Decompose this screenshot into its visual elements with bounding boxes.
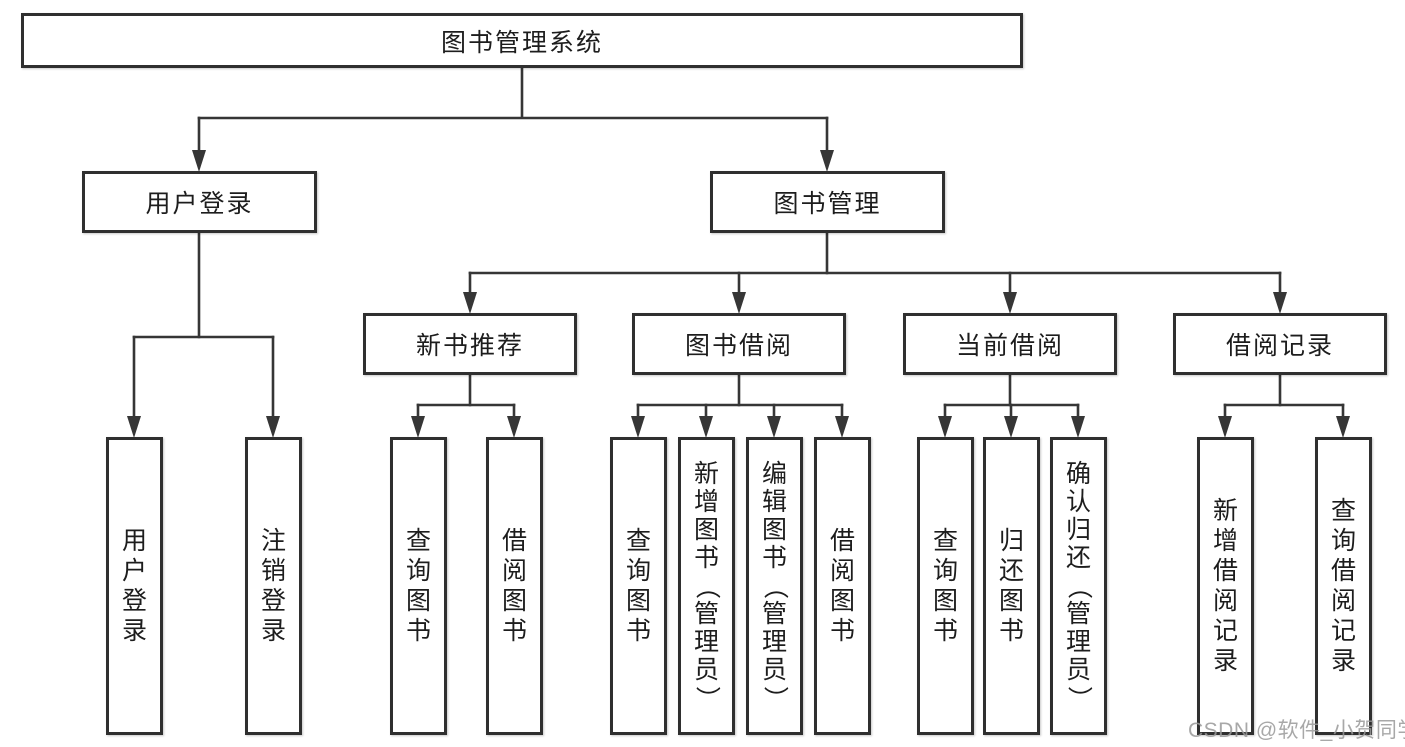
leaf-return-books: 归还图书: [983, 437, 1040, 735]
node-root-label: 图书管理系统: [440, 28, 603, 57]
leaf-query-books-borrowing: 查询图书: [610, 437, 667, 735]
node-root: 图书管理系统: [21, 13, 1023, 68]
node-new-book-recommend-label: 新书推荐: [415, 332, 524, 360]
leaf-add-book-admin-label: 新增图书（管理员）: [693, 459, 721, 711]
leaf-query-books-current: 查询图书: [917, 437, 974, 735]
leaf-query-books-recommend: 查询图书: [390, 437, 447, 735]
leaf-edit-book-admin-label: 编辑图书（管理员）: [761, 459, 789, 711]
leaf-borrow-books-recommend: 借阅图书: [486, 437, 543, 735]
leaf-confirm-return-admin-label: 确认归还（管理员）: [1065, 459, 1093, 711]
node-user-login-label: 用户登录: [145, 190, 254, 218]
leaf-borrow-books-label: 借阅图书: [830, 526, 856, 645]
node-new-book-recommend: 新书推荐: [363, 313, 577, 375]
leaf-return-books-label: 归还图书: [999, 526, 1025, 645]
node-current-borrowing: 当前借阅: [903, 313, 1117, 375]
leaf-query-books-borrowing-label: 查询图书: [626, 526, 652, 645]
leaf-edit-book-admin: 编辑图书（管理员）: [746, 437, 803, 735]
node-book-borrowing: 图书借阅: [632, 313, 846, 375]
leaf-add-borrow-record-label: 新增借阅记录: [1213, 496, 1239, 675]
csdn-watermark: CSDN @软件_小贺同学: [1188, 719, 1405, 742]
leaf-add-book-admin: 新增图书（管理员）: [678, 437, 735, 735]
leaf-user-login-label: 用户登录: [122, 526, 148, 645]
leaf-user-login: 用户登录: [106, 437, 163, 735]
node-borrow-records-label: 借阅记录: [1225, 332, 1334, 360]
leaf-borrow-books: 借阅图书: [814, 437, 871, 735]
leaf-confirm-return-admin: 确认归还（管理员）: [1050, 437, 1107, 735]
leaf-query-borrow-record-label: 查询借阅记录: [1331, 496, 1357, 675]
leaf-query-borrow-record: 查询借阅记录: [1315, 437, 1372, 735]
node-book-management: 图书管理: [710, 171, 945, 233]
node-book-management-label: 图书管理: [773, 190, 882, 218]
node-borrow-records: 借阅记录: [1173, 313, 1387, 375]
leaf-query-books-recommend-label: 查询图书: [406, 526, 432, 645]
leaf-logout: 注销登录: [245, 437, 302, 735]
node-user-login: 用户登录: [82, 171, 317, 233]
node-book-borrowing-label: 图书借阅: [684, 332, 793, 360]
node-current-borrowing-label: 当前借阅: [955, 332, 1064, 360]
leaf-logout-label: 注销登录: [261, 526, 287, 645]
leaf-borrow-books-recommend-label: 借阅图书: [502, 526, 528, 645]
leaf-add-borrow-record: 新增借阅记录: [1197, 437, 1254, 735]
leaf-query-books-current-label: 查询图书: [933, 526, 959, 645]
